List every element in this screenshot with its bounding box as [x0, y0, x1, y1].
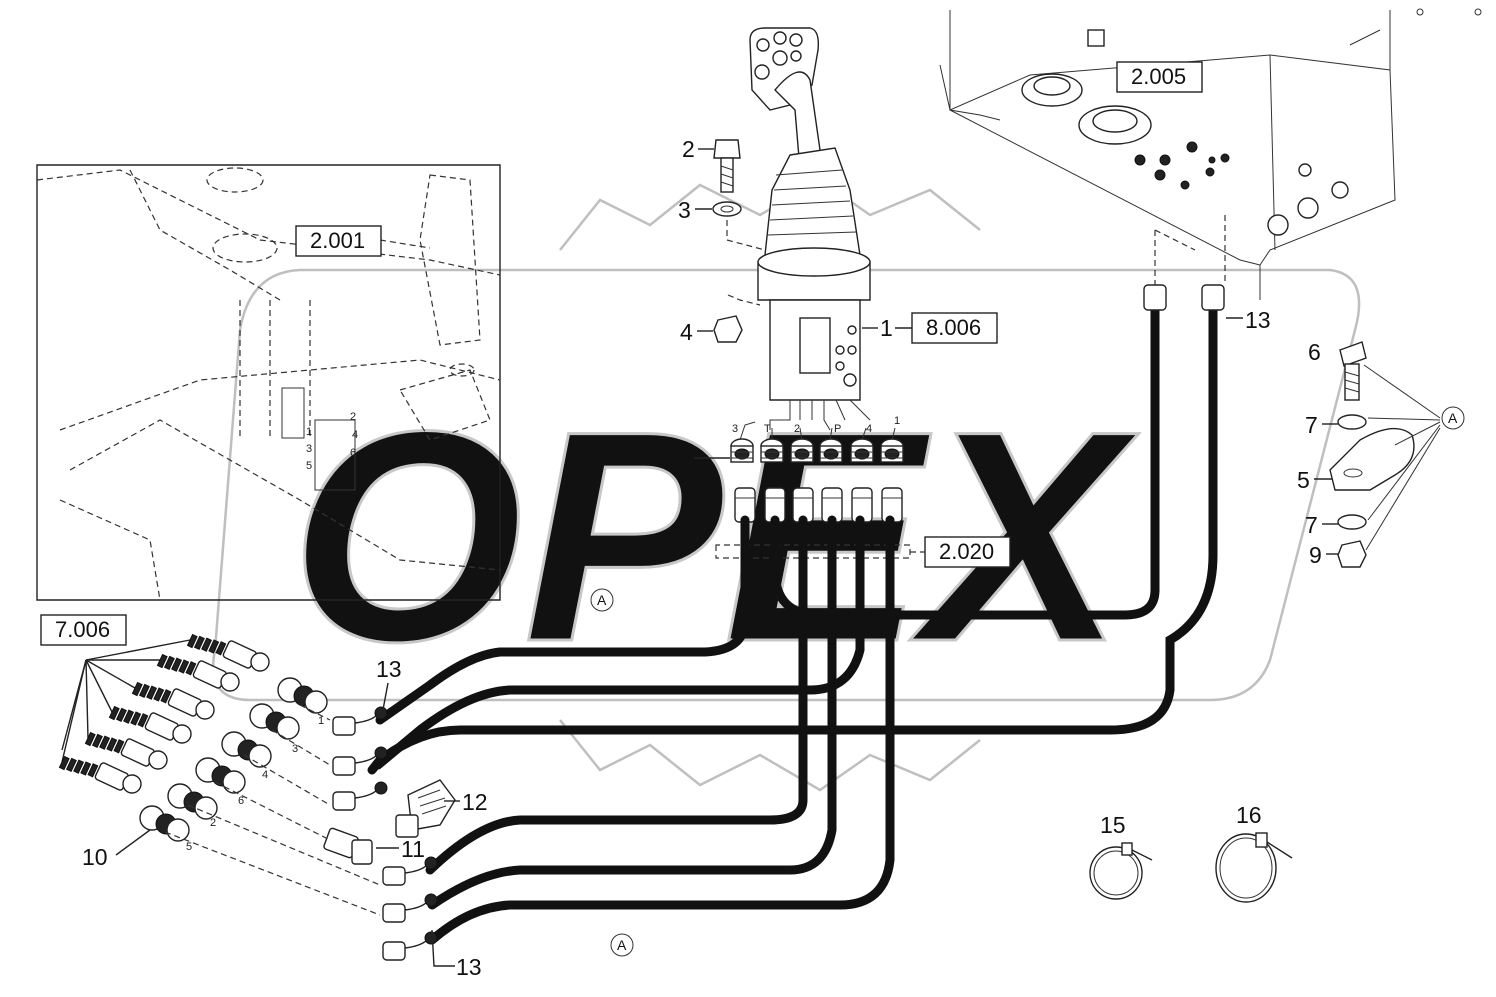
port-label-1: 1 [894, 415, 900, 427]
connector-pin-5: 5 [306, 460, 312, 472]
port-label-t: T [764, 423, 771, 435]
port-fitting-5 [850, 438, 874, 463]
elbow-fitting-4 [382, 856, 438, 886]
fitting-number-5: 5 [186, 841, 192, 853]
adapter-fitting-5 [167, 783, 218, 820]
ref-box-7006 [40, 614, 127, 646]
hydraulic-hoses [367, 305, 1218, 945]
port-label-3: 3 [732, 423, 738, 435]
fitting-number-3: 3 [292, 743, 298, 755]
elbow-fitting-6 [382, 931, 438, 961]
connector-pin-1: 1 [306, 426, 312, 438]
port-fitting-1 [730, 438, 754, 463]
connector-pin-4: 4 [352, 429, 358, 441]
cable-end-3 [85, 659, 215, 720]
adapter-fittings [139, 677, 328, 842]
callout-14: 14 [666, 447, 692, 473]
ref-box-2005 [1116, 61, 1203, 93]
connector-pin-3: 3 [306, 443, 312, 455]
cable-end-5 [84, 659, 168, 770]
callout-5: 5 [1297, 467, 1310, 493]
cable-tie-15 [1089, 842, 1153, 900]
bolt-2 [713, 139, 741, 159]
cable-tie-16 [1215, 832, 1293, 903]
clamp-assembly [1329, 341, 1441, 568]
callout-7-top: 7 [1305, 412, 1318, 438]
callout-13-top: 13 [1245, 307, 1271, 333]
callout-10: 10 [82, 844, 108, 870]
watermark-text: OPEX [290, 368, 1139, 704]
callout-7-bottom: 7 [1305, 512, 1318, 538]
callout-11: 11 [401, 836, 425, 862]
callout-15: 15 [1100, 812, 1126, 838]
detail-mark-a-mid: A [597, 592, 607, 608]
joystick-assembly [749, 27, 871, 431]
port-label-2: 2 [794, 423, 800, 435]
callout-13-mid: 13 [376, 656, 402, 682]
detail-marker-a-right [1441, 406, 1465, 430]
port-fittings: 3 T 2 P 4 1 [730, 415, 904, 463]
inset-frame-detail: 2 4 6 1 3 5 [36, 164, 501, 601]
hose-ferrules [734, 487, 903, 523]
port-fitting-4 [819, 438, 843, 463]
fitting-number-2: 2 [210, 817, 216, 829]
nut-4 [713, 315, 743, 343]
cable-end-6 [58, 659, 142, 794]
callout-1: 1 [880, 315, 893, 341]
callout-16: 16 [1236, 802, 1262, 828]
ref-label-2001: 2.001 [310, 228, 365, 253]
connector-pin-6: 6 [350, 447, 356, 459]
adapter-fitting-2 [249, 703, 300, 740]
cable-end-2 [86, 653, 240, 692]
port-label-4: 4 [866, 423, 872, 435]
ref-label-7006: 7.006 [55, 617, 110, 642]
fitting-number-6: 6 [238, 795, 244, 807]
callout-6: 6 [1308, 339, 1321, 365]
ref-label-2020: 2.020 [939, 539, 994, 564]
callout-2: 2 [682, 136, 695, 162]
port-fitting-6 [880, 438, 904, 463]
fitting-11 [323, 827, 373, 865]
watermark-logo: OPEX [211, 178, 1361, 792]
port-fitting-3 [790, 438, 814, 463]
ref-box-2020 [924, 536, 1011, 568]
washer-3 [712, 201, 742, 217]
connector-pin-2: 2 [350, 411, 356, 423]
elbow-fitting-5 [382, 893, 438, 923]
cable-end-4 [85, 659, 192, 744]
callout-3: 3 [678, 197, 691, 223]
port-label-p: P [834, 423, 841, 435]
fitting-number-4: 4 [262, 769, 268, 781]
elbow-fitting-1 [332, 706, 388, 736]
control-box [939, 8, 1482, 300]
elbow-fittings [332, 706, 438, 961]
cable-end-1 [85, 633, 270, 672]
ref-label-8006: 8.006 [926, 315, 981, 340]
ref-box-2001 [295, 225, 382, 257]
detail-marker-a-mid [590, 588, 614, 612]
port-fitting-2 [760, 438, 784, 463]
elbow-fitting-2 [332, 746, 388, 776]
adapter-fitting-3 [221, 731, 272, 768]
adapter-fitting-6 [139, 805, 190, 842]
hose-fittings-top [1143, 284, 1225, 311]
hose-ferrule-4 [821, 487, 843, 523]
detail-marker-a-bottom [610, 933, 634, 957]
fitting-number-1: 1 [318, 715, 324, 727]
detail-mark-a-right: A [1448, 410, 1458, 426]
callout-9: 9 [1309, 542, 1322, 568]
callout-13-bottom: 13 [456, 954, 482, 980]
fitting-12 [395, 779, 456, 838]
ref-label-2005: 2.005 [1131, 64, 1186, 89]
callout-4: 4 [680, 319, 693, 345]
callout-12: 12 [462, 789, 488, 815]
detail-mark-a-bottom: A [617, 937, 627, 953]
cable-ends [58, 633, 270, 794]
adapter-fitting-4 [195, 757, 246, 794]
adapter-fitting-1 [277, 677, 328, 714]
elbow-fitting-3 [332, 781, 388, 811]
